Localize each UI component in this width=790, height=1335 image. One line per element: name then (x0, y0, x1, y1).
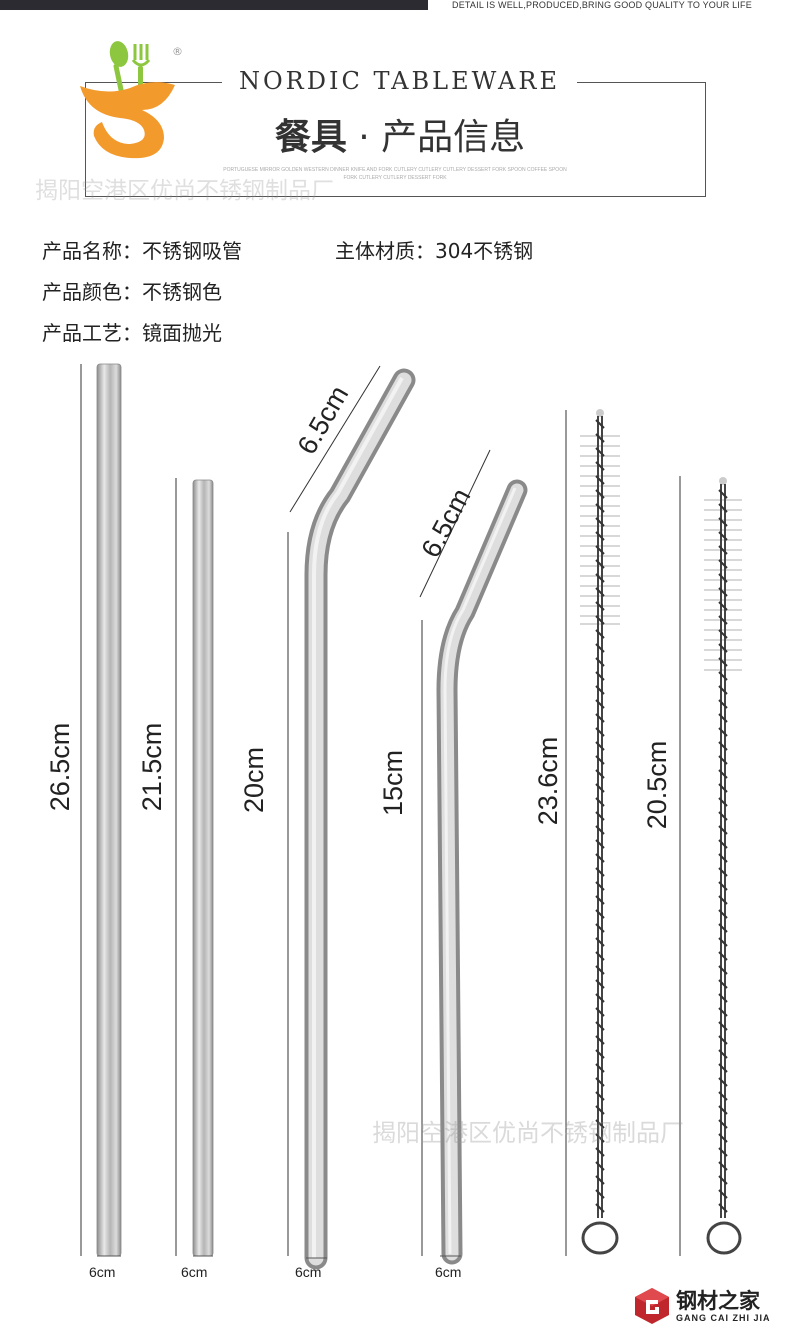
fine-print-line-2: FORK CUTLERY CUTLERY DESSERT FORK (343, 175, 447, 181)
spec-color: 产品颜色：不锈钢色 (42, 280, 222, 304)
dim-straight-long: 26.5cm (45, 722, 75, 812)
watermark-bottom: 揭阳空港区优尚不锈钢制品厂 (372, 1119, 684, 1147)
registered-mark: ® (172, 45, 183, 58)
dim-brush-short: 20.5cm (642, 740, 672, 830)
fine-print-line-1: PORTUGUESE MIRROR GOLDEN WESTERN DINNER … (223, 167, 567, 173)
diameter-label-4: 6cm (435, 1264, 462, 1280)
dim-brush-long: 23.6cm (533, 736, 563, 826)
diameter-label-1: 6cm (89, 1264, 116, 1280)
fine-print: PORTUGUESE MIRROR GOLDEN WESTERN DINNER … (190, 166, 600, 182)
spec-product-name: 产品名称：不锈钢吸管 (42, 239, 242, 263)
diameter-label-2: 6cm (181, 1264, 208, 1280)
top-dark-bar (0, 0, 428, 10)
straw-straight-short (192, 479, 214, 1257)
straw-straight-long (96, 363, 122, 1257)
watermark-top: 揭阳空港区优尚不锈钢制品厂 (35, 178, 334, 204)
brand-title-en: NORDIC TABLEWARE (222, 67, 577, 95)
spec-material: 主体材质：304不锈钢 (335, 239, 534, 263)
brand-title-zh-rest: · 产品信息 (346, 117, 526, 158)
tagline: DETAIL IS WELL,PRODUCED,BRING GOOD QUALI… (452, 0, 752, 10)
gangcai-logo-icon (635, 1288, 669, 1324)
corner-brand-en: GANG CAI ZHI JIA (676, 1313, 771, 1323)
cleaning-brush-long (580, 409, 620, 1255)
brand-title-zh: 餐具 · 产品信息 (240, 108, 560, 160)
tableware-logo-icon: ® (80, 41, 183, 159)
dim-straight-short: 21.5cm (137, 722, 167, 812)
dim-bent-short-body: 15cm (378, 749, 408, 817)
dim-bent-long-body: 20cm (239, 746, 269, 814)
corner-brand-zh: 钢材之家 (676, 1289, 760, 1313)
brand-title-zh-bold: 餐具 (274, 117, 347, 158)
cleaning-brush-short (704, 477, 742, 1255)
diameter-label-3: 6cm (295, 1264, 322, 1280)
spec-craft: 产品工艺：镜面抛光 (42, 321, 222, 345)
